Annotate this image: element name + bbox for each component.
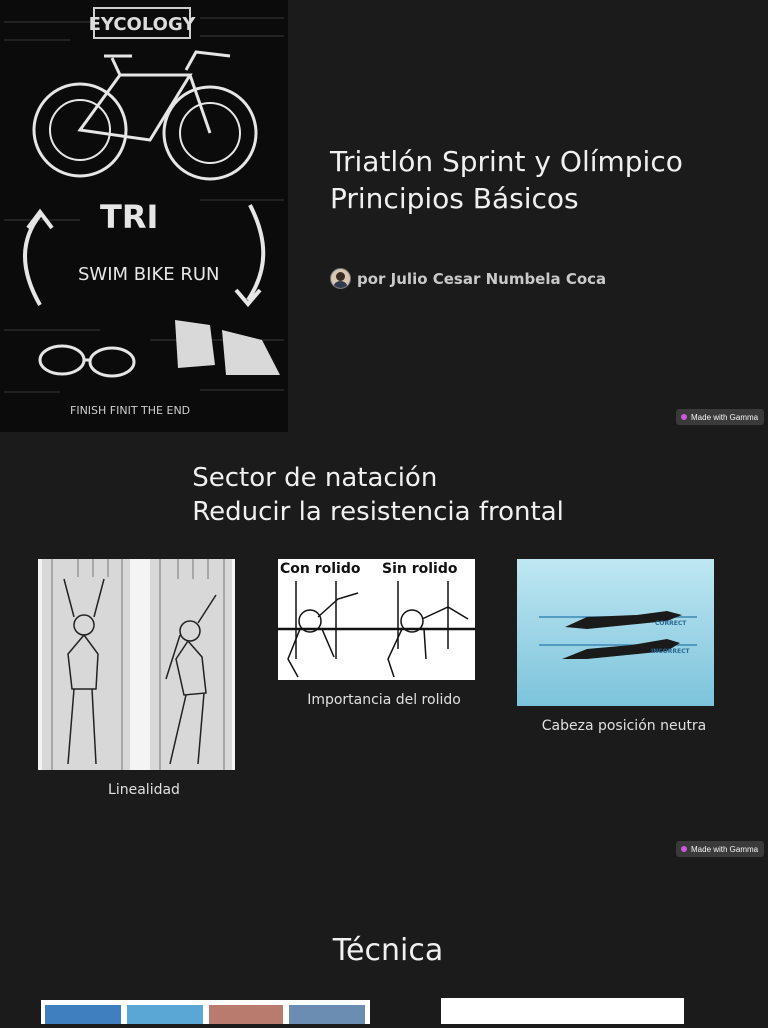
image-linearity xyxy=(38,559,235,770)
svg-text:TRI: TRI xyxy=(100,198,158,236)
image-neutral-head: CORRECT INCORRECT xyxy=(517,559,714,706)
hero-bicycle-poster: EYCOLOGY TRI SWIM BIKE RUN FINISH FIN xyxy=(0,0,288,432)
image-roll-importance: Con rolido Sin rolido xyxy=(278,559,475,680)
author-name: por Julio Cesar Numbela Coca xyxy=(357,269,607,288)
image-technique-2 xyxy=(441,998,684,1024)
svg-text:INCORRECT: INCORRECT xyxy=(651,648,691,655)
caption-neutral-head: Cabeza posición neutra xyxy=(541,718,707,734)
section-title-technique: Técnica xyxy=(332,933,444,968)
made-with-gamma-badge[interactable]: Made with Gamma xyxy=(676,409,765,425)
author-line: por Julio Cesar Numbela Coca xyxy=(330,268,606,289)
caption-linearity: Linealidad xyxy=(108,782,180,798)
made-with-gamma-badge-2[interactable]: Made with Gamma xyxy=(676,841,765,857)
gamma-logo-icon xyxy=(681,414,687,420)
svg-text:Con rolido: Con rolido xyxy=(280,561,361,577)
svg-text:FINISH FINIT THE END: FINISH FINIT THE END xyxy=(70,404,190,417)
caption-roll-importance: Importancia del rolido xyxy=(307,692,461,708)
svg-text:CORRECT: CORRECT xyxy=(655,620,687,627)
svg-text:Sin rolido: Sin rolido xyxy=(382,561,458,577)
presentation-title: Triatlón Sprint y Olímpico Principios Bá… xyxy=(330,145,683,215)
hero-logo-text: EYCOLOGY xyxy=(89,14,197,35)
hero-swim-bike-run: SWIM BIKE RUN xyxy=(78,264,220,285)
gamma-logo-icon xyxy=(681,846,687,852)
image-technique-strip xyxy=(41,1000,370,1024)
author-avatar xyxy=(330,268,351,289)
section-title-swim: Sector de natación Reducir la resistenci… xyxy=(192,463,564,527)
